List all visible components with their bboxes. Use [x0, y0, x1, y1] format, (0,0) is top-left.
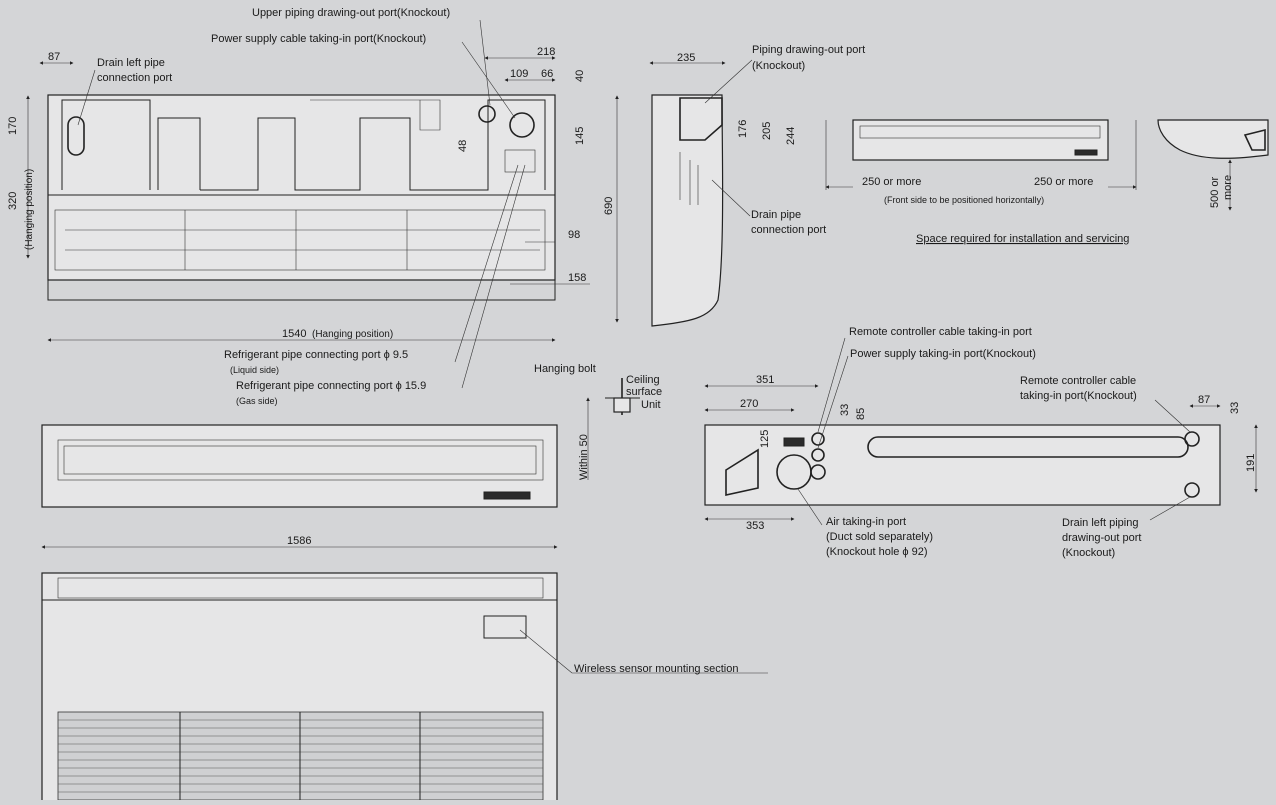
space-unit-side [1157, 119, 1269, 159]
label-air-3: (Knockout hole ϕ 92) [826, 546, 928, 558]
side-view: 235 176 205 244 690 Piping drawing-out p… [603, 44, 865, 327]
front-view-outline [41, 424, 558, 508]
label-drain-pipe-1: Drain pipe [751, 209, 801, 221]
dim-87-right: 87 [1198, 394, 1210, 406]
space-title: Space required for installation and serv… [916, 233, 1129, 245]
upper-piping-port [478, 105, 496, 123]
dim-270: 270 [740, 398, 758, 410]
top-view-bracket [310, 99, 441, 131]
dim-218: 218 [537, 46, 555, 58]
label-power-cable: Power supply cable taking-in port(Knocko… [211, 33, 426, 45]
hanging-unit-block [613, 397, 631, 413]
dim-690: 690 [603, 197, 615, 215]
bottom-grille-lines [58, 712, 543, 800]
dim-85: 85 [855, 408, 867, 420]
space-note: (Front side to be positioned horizontall… [884, 195, 1044, 205]
power-cable-port [509, 112, 535, 138]
space-top-clear-2: more [1222, 175, 1234, 200]
dim-1540-note: (Hanging position) [312, 329, 393, 340]
dim-351: 351 [756, 374, 774, 386]
bottom-view: Wireless sensor mounting section [41, 572, 768, 804]
aux-port [811, 448, 825, 462]
hanging-detail: Hanging bolt Ceiling surface Unit Within… [534, 363, 662, 480]
power-supply-port [811, 432, 825, 446]
space-right-clear: 250 or more [1034, 176, 1093, 188]
dim-235: 235 [677, 52, 695, 64]
hanging-position-vertical: (Hanging position) [24, 169, 35, 250]
label-unit: Unit [641, 399, 661, 411]
label-drain-left-1: Drain left pipe [97, 57, 165, 69]
top-view-lower-frame [54, 209, 546, 271]
front-view: 1586 [41, 424, 558, 549]
label-ceiling-1: Ceiling [626, 374, 660, 386]
top-view-outline [47, 94, 556, 281]
wireless-sensor-box [483, 615, 527, 639]
front-logo-badge [483, 491, 531, 500]
label-within-50: Within 50 [578, 434, 590, 480]
label-drain-left-2: connection port [97, 72, 172, 84]
dim-244: 244 [785, 127, 797, 145]
label-drain-left-1: Drain left piping [1062, 517, 1138, 529]
label-air-1: Air taking-in port [826, 516, 906, 528]
remote-knockout-port [1184, 431, 1200, 447]
top-view-panel-outline [61, 99, 546, 191]
label-gas-side: (Gas side) [236, 396, 278, 406]
label-drain-left-2: drawing-out port [1062, 532, 1142, 544]
top-view-front-panel [47, 279, 556, 301]
space-required-view: 250 or more 250 or more (Front side to b… [825, 119, 1269, 245]
dim-158: 158 [568, 272, 586, 284]
dim-1540: 1540 [282, 328, 306, 340]
rear-long-slot [867, 436, 1189, 458]
label-drain-left-3: (Knockout) [1062, 547, 1115, 559]
dim-33-b: 33 [1229, 402, 1241, 414]
dim-87-left: 87 [48, 51, 60, 63]
space-top-clear-1: 500 or [1209, 176, 1221, 208]
dim-1586: 1586 [287, 535, 311, 547]
label-drain-pipe-2: connection port [751, 224, 826, 236]
dim-98: 98 [568, 229, 580, 241]
dim-66: 66 [541, 68, 553, 80]
remote-cable-slot [783, 437, 805, 447]
dim-33-a: 33 [839, 404, 851, 416]
dim-40: 40 [574, 70, 586, 82]
rear-side-knockout [725, 448, 759, 496]
label-refrig-gas: Refrigerant pipe connecting port ϕ 15.9 [236, 380, 426, 392]
drain-left-knockout [1184, 482, 1200, 498]
label-upper-piping: Upper piping drawing-out port(Knockout) [252, 7, 450, 19]
air-intake-port [776, 454, 812, 490]
label-ceiling-2: surface [626, 386, 662, 398]
rear-view: 351 270 33 85 125 353 87 33 191 Remote c… [704, 326, 1258, 559]
label-wireless: Wireless sensor mounting section [574, 663, 738, 675]
label-hanging-bolt: Hanging bolt [534, 363, 596, 375]
label-remote-ko-2: taking-in port(Knockout) [1020, 390, 1137, 402]
dim-205: 205 [761, 122, 773, 140]
dim-176: 176 [737, 120, 749, 138]
space-unit-front [852, 119, 1109, 161]
label-air-2: (Duct sold separately) [826, 531, 933, 543]
dim-170: 170 [7, 117, 19, 135]
dim-125: 125 [759, 430, 771, 448]
space-unit-badge [1074, 149, 1098, 156]
dim-191: 191 [1245, 454, 1257, 472]
dim-109: 109 [510, 68, 528, 80]
label-power-supply: Power supply taking-in port(Knockout) [850, 348, 1036, 360]
label-piping-port-1: Piping drawing-out port [752, 44, 865, 56]
dim-145: 145 [574, 127, 586, 145]
space-left-clear: 250 or more [862, 176, 921, 188]
label-refrig-liquid: Refrigerant pipe connecting port ϕ 9.5 [224, 349, 408, 361]
drain-left-port [67, 116, 85, 156]
top-view: 87 218 109 66 40 145 48 170 320 (Hanging… [7, 7, 590, 406]
dim-320: 320 [7, 192, 19, 210]
label-piping-port-2: (Knockout) [752, 60, 805, 72]
dim-353: 353 [746, 520, 764, 532]
piping-knockout [679, 97, 723, 141]
refrigerant-connection [504, 149, 536, 173]
side-view-outline [651, 94, 724, 327]
label-remote-ko-1: Remote controller cable [1020, 375, 1136, 387]
dim-48: 48 [457, 140, 469, 152]
label-liquid-side: (Liquid side) [230, 365, 279, 375]
label-remote-cable: Remote controller cable taking-in port [849, 326, 1032, 338]
